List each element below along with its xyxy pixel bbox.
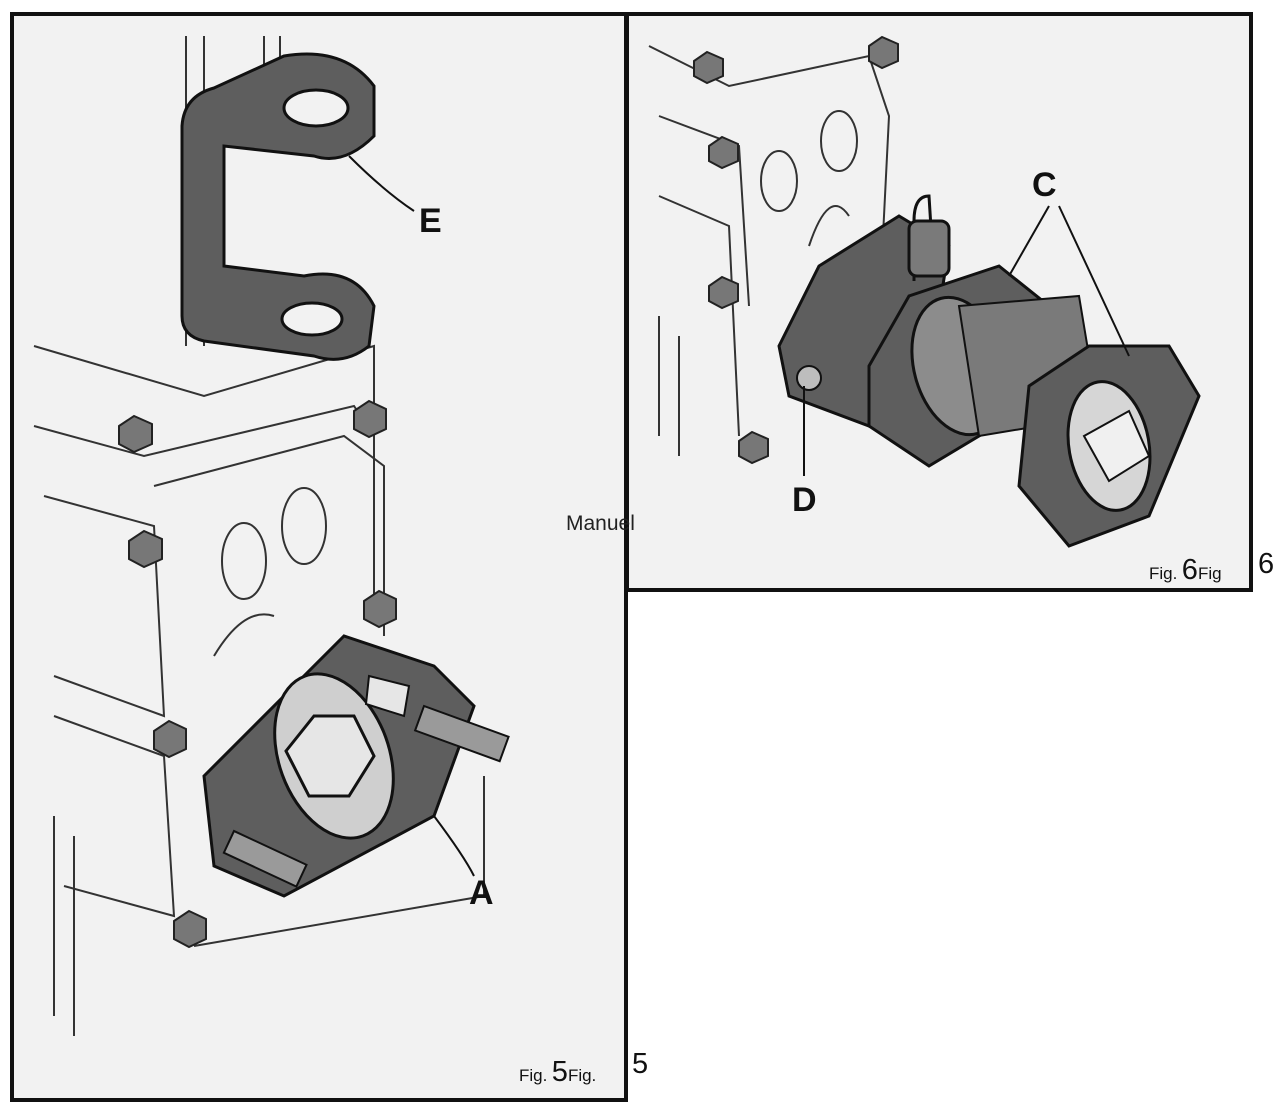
caption-prefix: Fig.: [519, 1066, 548, 1085]
caption-prefix-repeat: Fig: [1197, 564, 1222, 583]
flange-part-a: [202, 634, 510, 898]
figure-5-caption: Fig. 5Fig.: [519, 1056, 596, 1089]
figure-6-caption: Fig. 6Fig: [1149, 554, 1222, 587]
caption-number: 6: [1181, 554, 1198, 586]
overlay-text-manuel: Manuel: [566, 512, 635, 535]
caption-prefix-repeat: Fig.: [567, 1066, 597, 1085]
caption-number: 5: [551, 1056, 568, 1088]
hex-nut-icons: [693, 35, 899, 465]
caption-prefix: Fig.: [1149, 564, 1178, 583]
caption-number-repeat: 5: [632, 1048, 649, 1080]
figure-6-drawing: [648, 35, 1201, 548]
callout-a-label: A: [469, 874, 494, 912]
bracket-part-e: [180, 52, 376, 361]
coupling-part-c: [867, 264, 1201, 548]
hex-nut-icons: [118, 399, 397, 949]
figure-5-caption-overflow: 5: [632, 1048, 648, 1081]
caption-number-repeat: 6: [1258, 548, 1275, 580]
callout-d-label: D: [792, 481, 817, 519]
figure-5-panel: E A Fig. 5Fig.: [10, 12, 628, 1102]
callout-c-label: C: [1032, 166, 1057, 204]
lock-pin-part: [907, 194, 951, 281]
figure-5-drawing: [33, 36, 510, 1036]
figure-6-panel: C D Fig. 6Fig: [625, 12, 1253, 592]
callout-e-label: E: [419, 202, 442, 240]
figure-6-caption-overflow: 6: [1258, 548, 1274, 581]
